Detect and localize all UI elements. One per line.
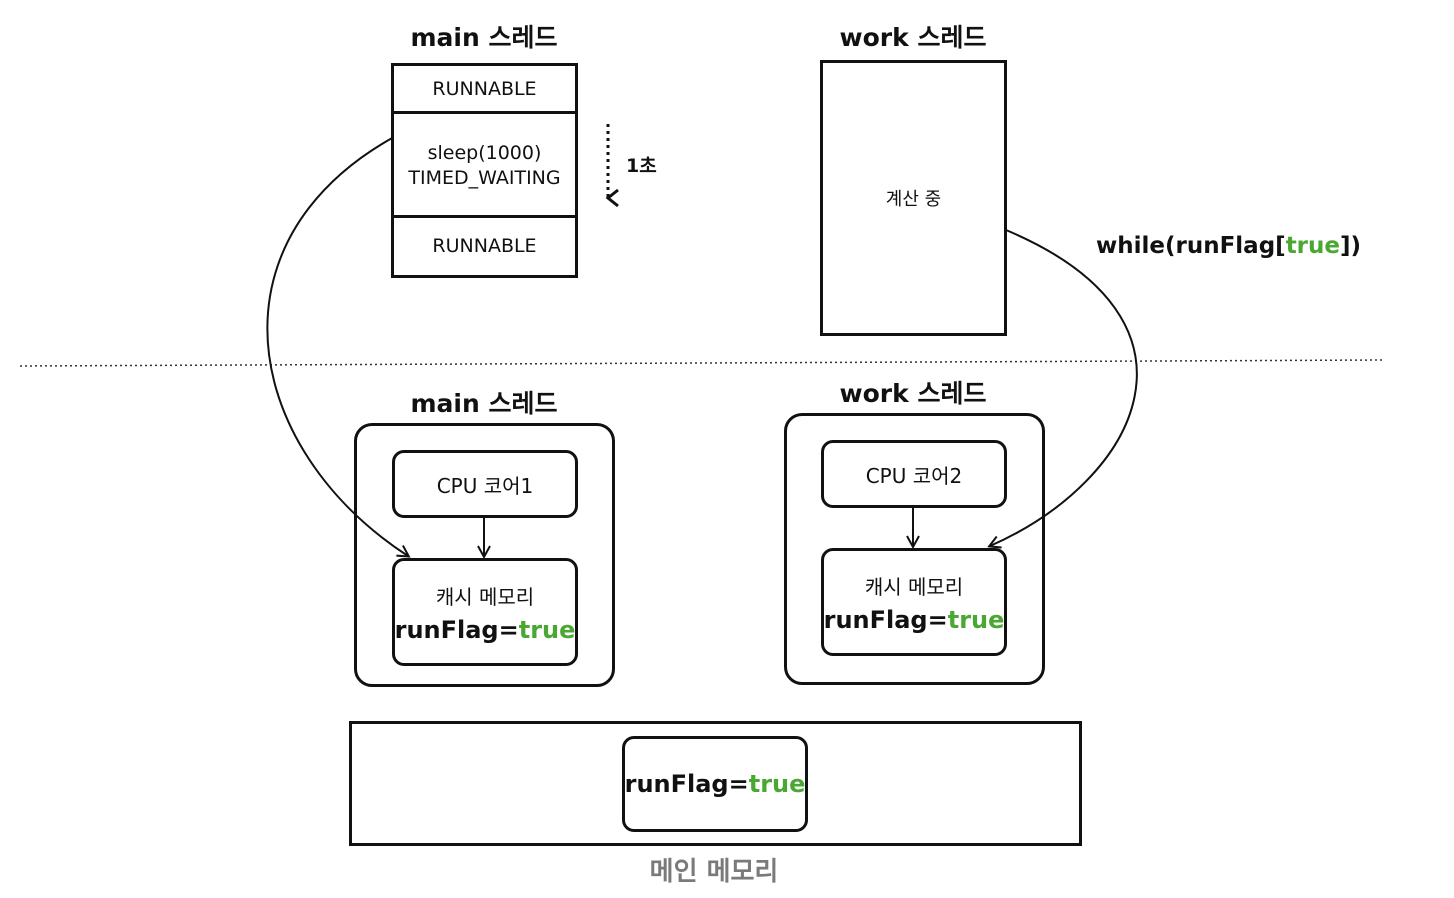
state-runnable-2-label: RUNNABLE bbox=[432, 235, 537, 257]
state-runnable-1-label: RUNNABLE bbox=[432, 78, 537, 100]
state-runnable-1: RUNNABLE bbox=[391, 63, 578, 113]
work-thread-box: 계산 중 bbox=[820, 60, 1007, 336]
cache-memory-1-flag: runFlag=true bbox=[395, 616, 576, 644]
cache-2-flag-name: runFlag= bbox=[823, 605, 948, 634]
section-separator bbox=[19, 359, 1385, 367]
while-loop-value: true bbox=[1285, 233, 1340, 259]
cache-memory-2-title: 캐시 메모리 bbox=[864, 574, 964, 599]
main-memory-flag-value: true bbox=[748, 770, 806, 798]
cpu-core-2-label: CPU 코어2 bbox=[865, 463, 963, 488]
cpu-core-1: CPU 코어1 bbox=[392, 450, 578, 518]
main-thread-title: main 스레드 bbox=[410, 23, 558, 52]
main-memory-flag-box: runFlag=true bbox=[622, 736, 808, 832]
main-memory-box bbox=[349, 721, 1082, 846]
main-memory-flag: runFlag=true bbox=[625, 770, 806, 798]
cache-2-flag-value: true bbox=[947, 605, 1005, 634]
main-memory-flag-name: runFlag= bbox=[624, 770, 749, 798]
cache-memory-2-flag: runFlag=true bbox=[824, 606, 1005, 634]
work-core-group bbox=[784, 413, 1045, 685]
cache-1-flag-name: runFlag= bbox=[394, 615, 519, 644]
work-thread-title: work 스레드 bbox=[839, 23, 987, 52]
cpu-core-2: CPU 코어2 bbox=[821, 440, 1007, 508]
computing-label: 계산 중 bbox=[885, 189, 942, 210]
cpu-core-1-label: CPU 코어1 bbox=[436, 473, 534, 498]
cache-1-flag-value: true bbox=[518, 615, 576, 644]
work-thread-cache-curve bbox=[990, 229, 1138, 546]
cache-memory-1-title: 캐시 메모리 bbox=[435, 584, 535, 609]
state-runnable-2: RUNNABLE bbox=[391, 215, 578, 278]
state-timed-waiting: sleep(1000) TIMED_WAITING bbox=[391, 111, 578, 217]
work-core-title: work 스레드 bbox=[839, 379, 987, 408]
while-loop-label: while(runFlag[true]) bbox=[1096, 233, 1361, 259]
main-core-group bbox=[354, 423, 615, 687]
while-loop-prefix: while(runFlag[ bbox=[1096, 233, 1286, 259]
sleep-call-label: sleep(1000) bbox=[427, 141, 542, 164]
while-loop-suffix: ]) bbox=[1340, 233, 1362, 259]
duration-label: 1초 bbox=[626, 155, 657, 177]
cache-memory-1: 캐시 메모리 runFlag=true bbox=[392, 558, 578, 666]
main-thread-cache-curve bbox=[266, 114, 442, 556]
main-core-title: main 스레드 bbox=[410, 389, 558, 418]
main-memory-caption: 메인 메모리 bbox=[649, 857, 779, 887]
cache-memory-2: 캐시 메모리 runFlag=true bbox=[821, 548, 1007, 656]
timed-waiting-label: TIMED_WAITING bbox=[408, 166, 561, 189]
